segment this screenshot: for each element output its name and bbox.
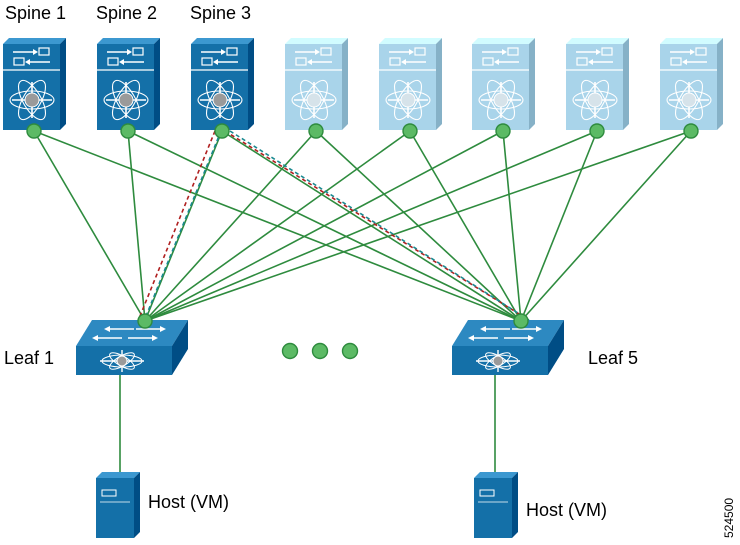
leaf-layer <box>76 320 564 375</box>
spine-layer <box>3 38 723 130</box>
ellipsis-dots-icon <box>281 342 359 360</box>
host-server-2-icon <box>474 472 518 538</box>
spine-label-2: Spine 2 <box>96 3 157 23</box>
figure-id: 524500 <box>722 498 736 538</box>
leaf-switch-2-icon <box>452 320 564 375</box>
ellipsis-dot-1 <box>281 342 299 360</box>
spine-switch-4-icon <box>285 38 348 130</box>
link-spine7-leaf1 <box>144 130 598 322</box>
spine-switch-8-icon <box>660 38 723 130</box>
leaf-label-1: Leaf 1 <box>4 348 54 368</box>
spine-label-1: Spine 1 <box>5 3 66 23</box>
leaf-label-5: Leaf 5 <box>588 348 638 368</box>
link-spine7-leaf2 <box>520 130 598 322</box>
host-label-2: Host (VM) <box>526 500 607 520</box>
link-spine4-leaf1 <box>144 130 317 322</box>
leaf-switch-1-icon <box>76 320 188 375</box>
spine-port-2 <box>120 123 136 139</box>
path-red-spine3-leaf5 <box>224 130 525 318</box>
link-spine5-leaf1 <box>144 130 411 322</box>
link-spine1-leaf1 <box>33 130 146 322</box>
spine-port-4 <box>308 123 324 139</box>
port-layer <box>26 123 699 329</box>
host-label-1: Host (VM) <box>148 492 229 512</box>
leaf-port-1 <box>137 313 153 329</box>
fabric-links <box>33 130 692 322</box>
spine-switch-5-icon <box>379 38 442 130</box>
host-links <box>119 374 496 472</box>
link-spine8-leaf1 <box>144 130 692 322</box>
ellipsis-dot-2 <box>311 342 329 360</box>
link-spine5-leaf2 <box>409 130 522 322</box>
spine-switch-2-icon <box>97 38 160 130</box>
spine-port-5 <box>402 123 418 139</box>
host-server-1-icon <box>96 472 140 538</box>
spine-switch-7-icon <box>566 38 629 130</box>
spine-port-8 <box>683 123 699 139</box>
spine-switch-1-icon <box>3 38 66 130</box>
leaf-port-2 <box>513 313 529 329</box>
spine-port-6 <box>495 123 511 139</box>
path-red-spine3-leaf1 <box>137 130 216 322</box>
link-spine6-leaf2 <box>502 130 522 322</box>
spine-switch-3-icon <box>191 38 254 130</box>
spine-label-3: Spine 3 <box>190 3 251 23</box>
ellipsis-dot-3 <box>341 342 359 360</box>
link-spine3-leaf1 <box>144 130 223 322</box>
spine-port-1 <box>26 123 42 139</box>
path-teal-spine3-leaf1 <box>143 130 222 322</box>
link-spine8-leaf2 <box>520 130 692 322</box>
host-layer <box>96 472 518 538</box>
path-teal-spine3-leaf5 <box>229 130 530 321</box>
spine-switch-6-icon <box>472 38 535 130</box>
spine-port-3 <box>214 123 230 139</box>
link-spine6-leaf1 <box>144 130 504 322</box>
traffic-paths <box>137 130 530 322</box>
link-spine2-leaf1 <box>127 130 146 322</box>
spine-port-7 <box>589 123 605 139</box>
